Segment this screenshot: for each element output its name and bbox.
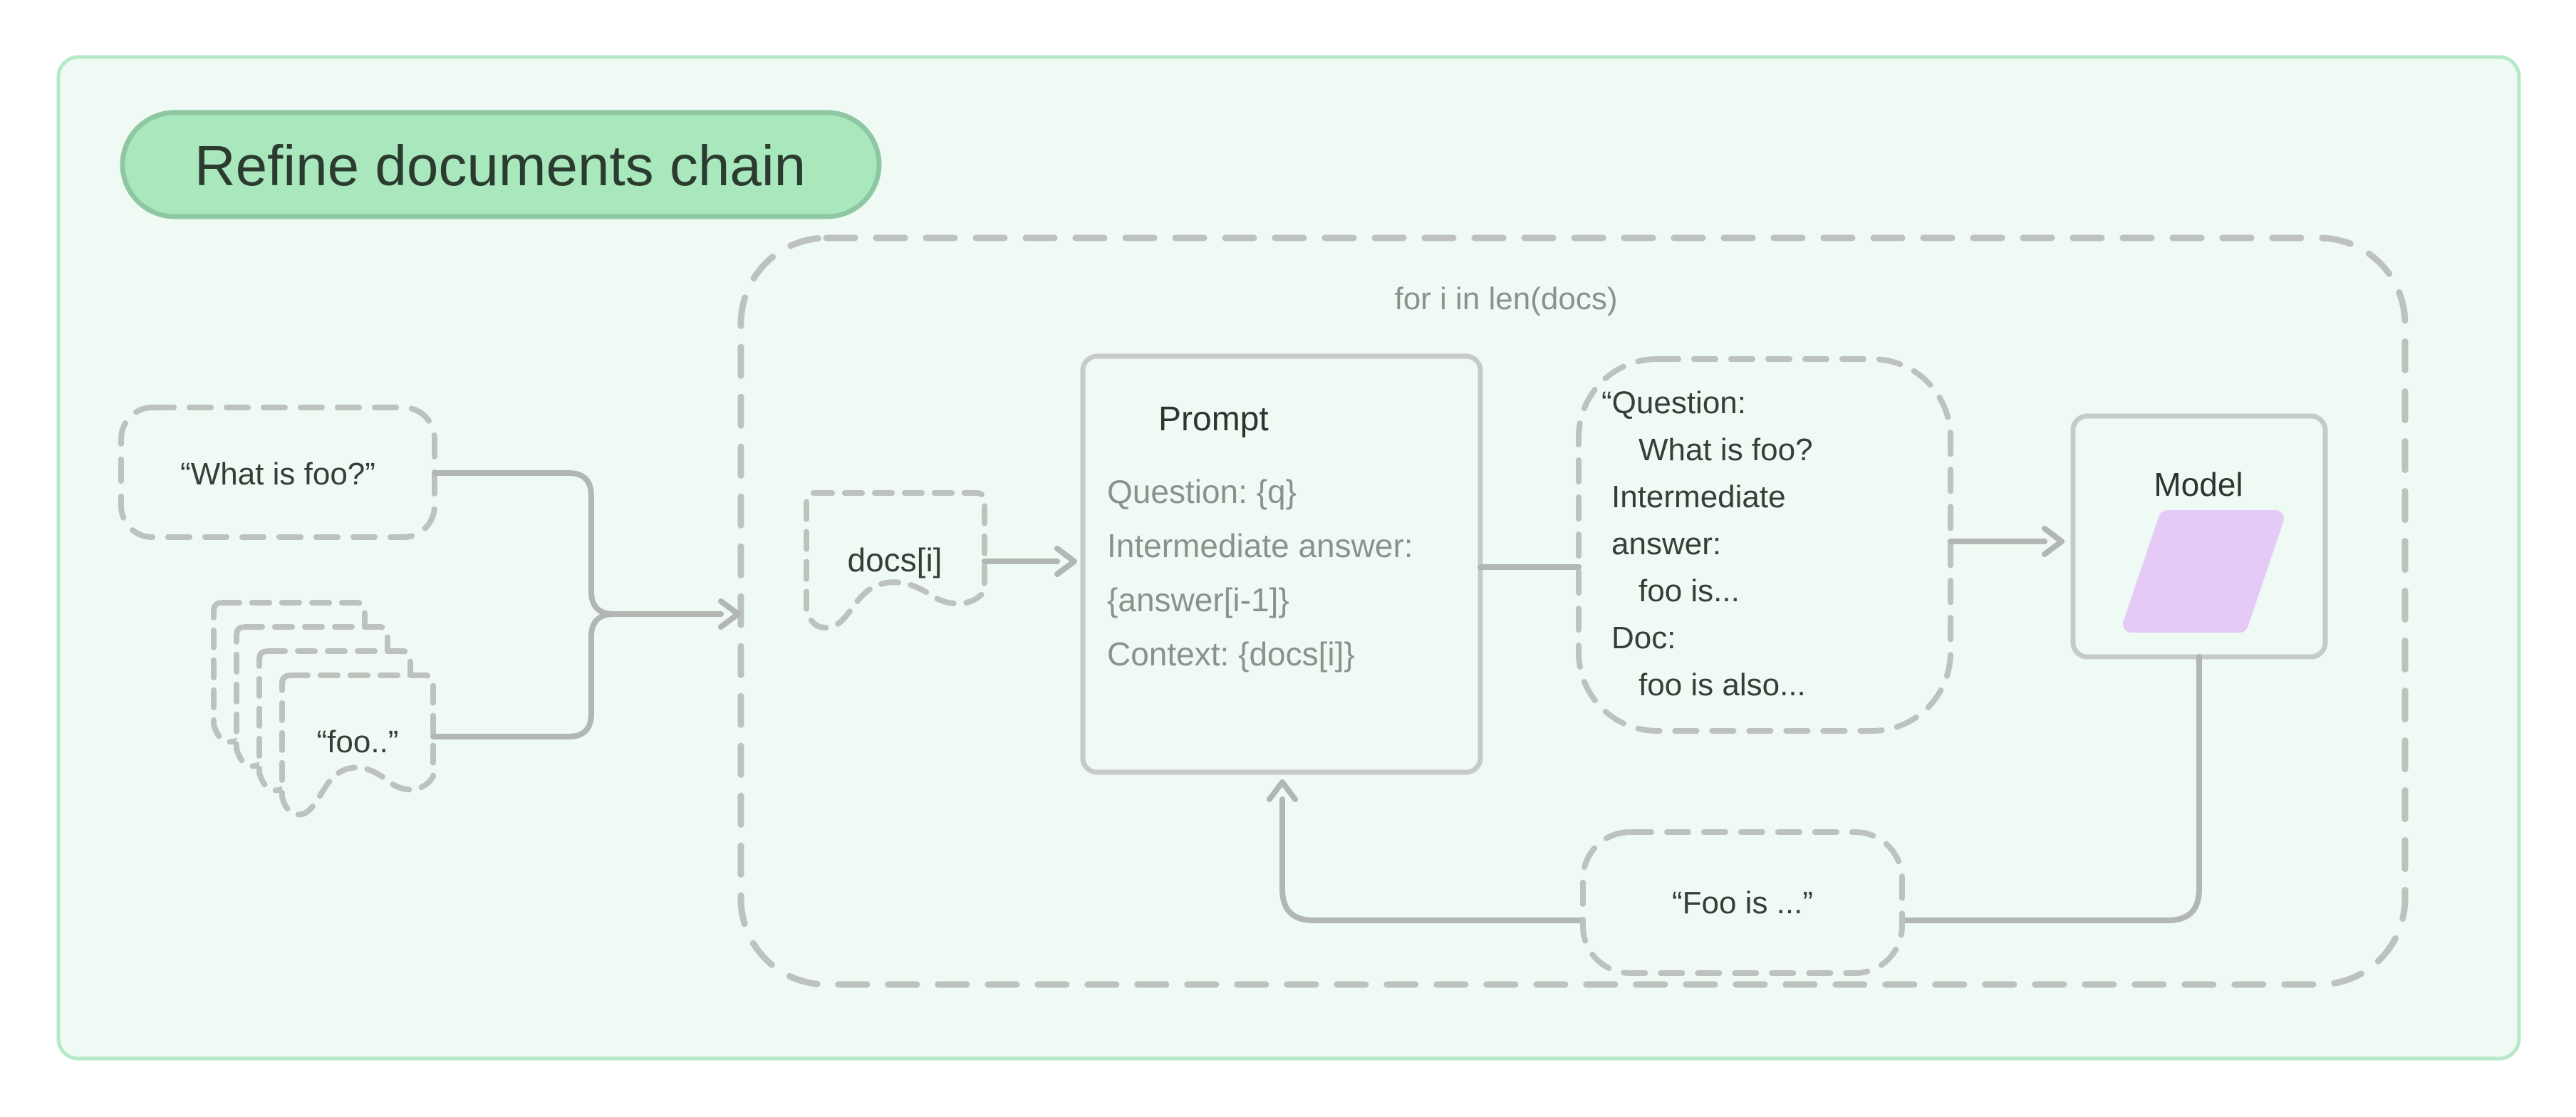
result-line: answer:: [1611, 526, 1721, 561]
arrowhead-into-model: [2042, 526, 2065, 557]
prompt-line: Context: {docs[i]}: [1107, 635, 1355, 672]
docs-input-label: “foo..”: [317, 724, 399, 759]
result-line: foo is...: [1638, 573, 1740, 608]
prompt-line: {answer[i-1]}: [1107, 581, 1289, 618]
chain-title: Refine documents chain: [194, 134, 806, 197]
intermediate-result-node: [1576, 356, 1953, 734]
arrowhead-into-loop: [718, 598, 741, 630]
answer-output-label: “Foo is ...”: [1672, 885, 1813, 920]
prompt-line: Question: {q}: [1107, 473, 1297, 510]
answer-to-prompt-connector: [1279, 796, 1586, 923]
doc-item-node: [804, 490, 987, 631]
doc-stack-sheet-1: [279, 672, 436, 818]
for-loop-container: [737, 234, 2409, 988]
prompt-line: Intermediate answer:: [1107, 527, 1413, 564]
doc-item-label: docs[i]: [848, 541, 942, 578]
result-line: “Question:: [1601, 385, 1746, 420]
result-line: foo is also...: [1638, 667, 1806, 702]
arrowhead-into-prompt: [1054, 546, 1077, 577]
arrowhead-into-prompt-bottom: [1267, 779, 1298, 802]
result-line: What is foo?: [1638, 432, 1813, 467]
question-input-label: “What is foo?”: [180, 457, 375, 492]
for-loop-label: for i in len(docs): [1394, 281, 1617, 316]
inputs-merge-connector: [430, 470, 724, 739]
result-line: Intermediate: [1611, 479, 1786, 514]
model-to-answer-connector: [1899, 654, 2202, 923]
result-line: Doc:: [1611, 620, 1676, 655]
diagram-canvas: [56, 55, 2521, 1061]
model-title: Model: [2154, 466, 2243, 503]
prompt-title: Prompt: [1158, 400, 1269, 438]
model-parallelogram-icon: [2123, 510, 2284, 633]
chain-title-pill: [120, 110, 882, 219]
answer-output-node: [1580, 829, 1905, 976]
